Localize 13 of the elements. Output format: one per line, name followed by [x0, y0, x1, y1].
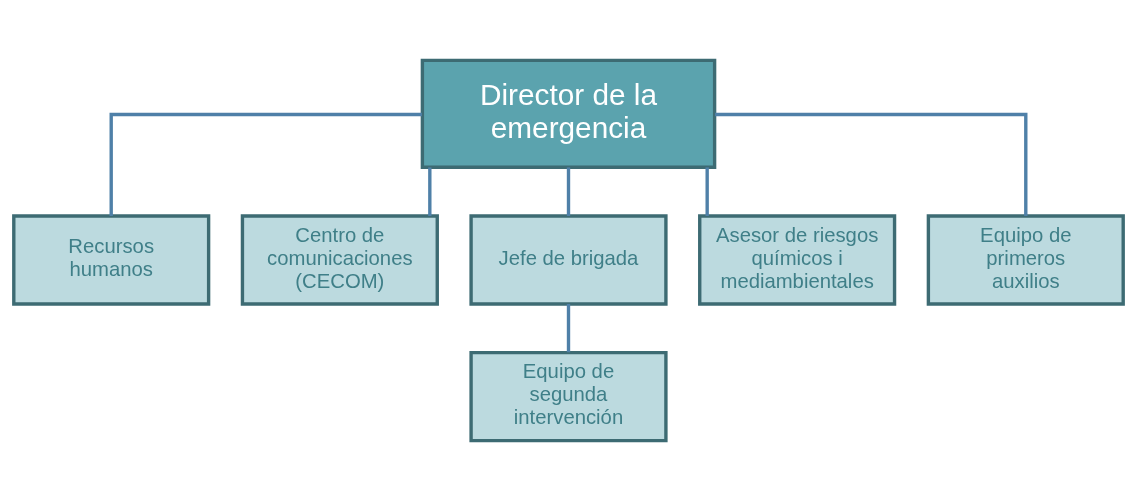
node-box: Director de la emergencia	[420, 58, 717, 169]
node-box: Recursos humanos	[12, 214, 211, 306]
connector	[705, 167, 709, 216]
connector	[566, 303, 571, 353]
connector	[715, 112, 1028, 216]
node-box: Equipo de segunda intervención	[469, 350, 668, 443]
node-box: Centro de comunicaciones (CECOM)	[240, 214, 439, 306]
connector	[109, 112, 422, 216]
connector	[566, 167, 571, 216]
connector	[428, 167, 432, 216]
node-box: Equipo de primeros auxilios	[926, 214, 1125, 306]
node-box: Jefe de brigada	[469, 214, 668, 306]
node-box: Asesor de riesgos químicos i mediambientales	[698, 214, 897, 306]
